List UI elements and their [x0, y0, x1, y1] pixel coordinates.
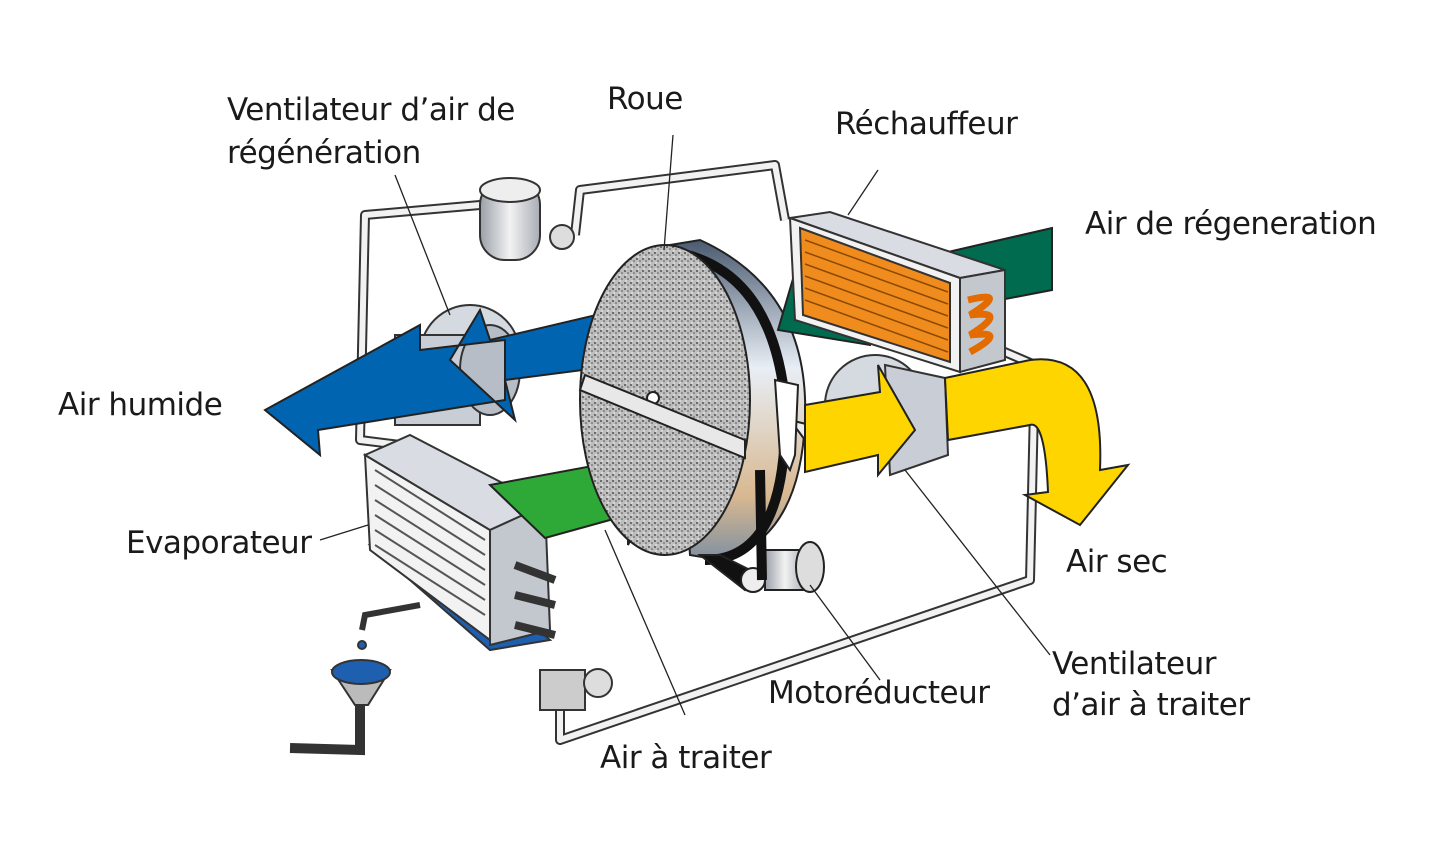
label-wheel: Roue — [607, 81, 683, 117]
label-humid-air: Air humide — [58, 387, 223, 423]
label-regeneration-air: Air de régeneration — [1085, 206, 1377, 242]
leader-lines — [319, 134, 1051, 716]
gear-motor — [697, 469, 825, 593]
evaporator — [362, 433, 557, 652]
label-process-fan-1: Ventilateur — [1052, 646, 1217, 682]
label-regeneration-fan-1: Ventilateur d’air de — [227, 92, 515, 128]
label-dry-air: Air sec — [1066, 544, 1168, 580]
refrigerant-pipes — [355, 160, 1040, 745]
label-process-fan-2: d’air à traiter — [1052, 687, 1250, 723]
compressor — [479, 177, 575, 261]
expansion-valve — [539, 668, 613, 711]
label-process-air: Air à traiter — [600, 740, 772, 776]
desiccant-wheel — [578, 238, 834, 565]
drain-funnel — [289, 602, 421, 756]
label-regeneration-fan-2: régénération — [227, 135, 421, 171]
label-heater: Réchauffeur — [835, 106, 1018, 142]
heater — [788, 210, 1006, 374]
dry-air-arrow — [804, 358, 1131, 527]
label-evaporator: Evaporateur — [126, 525, 312, 561]
label-gear-motor: Motoréducteur — [768, 675, 990, 711]
